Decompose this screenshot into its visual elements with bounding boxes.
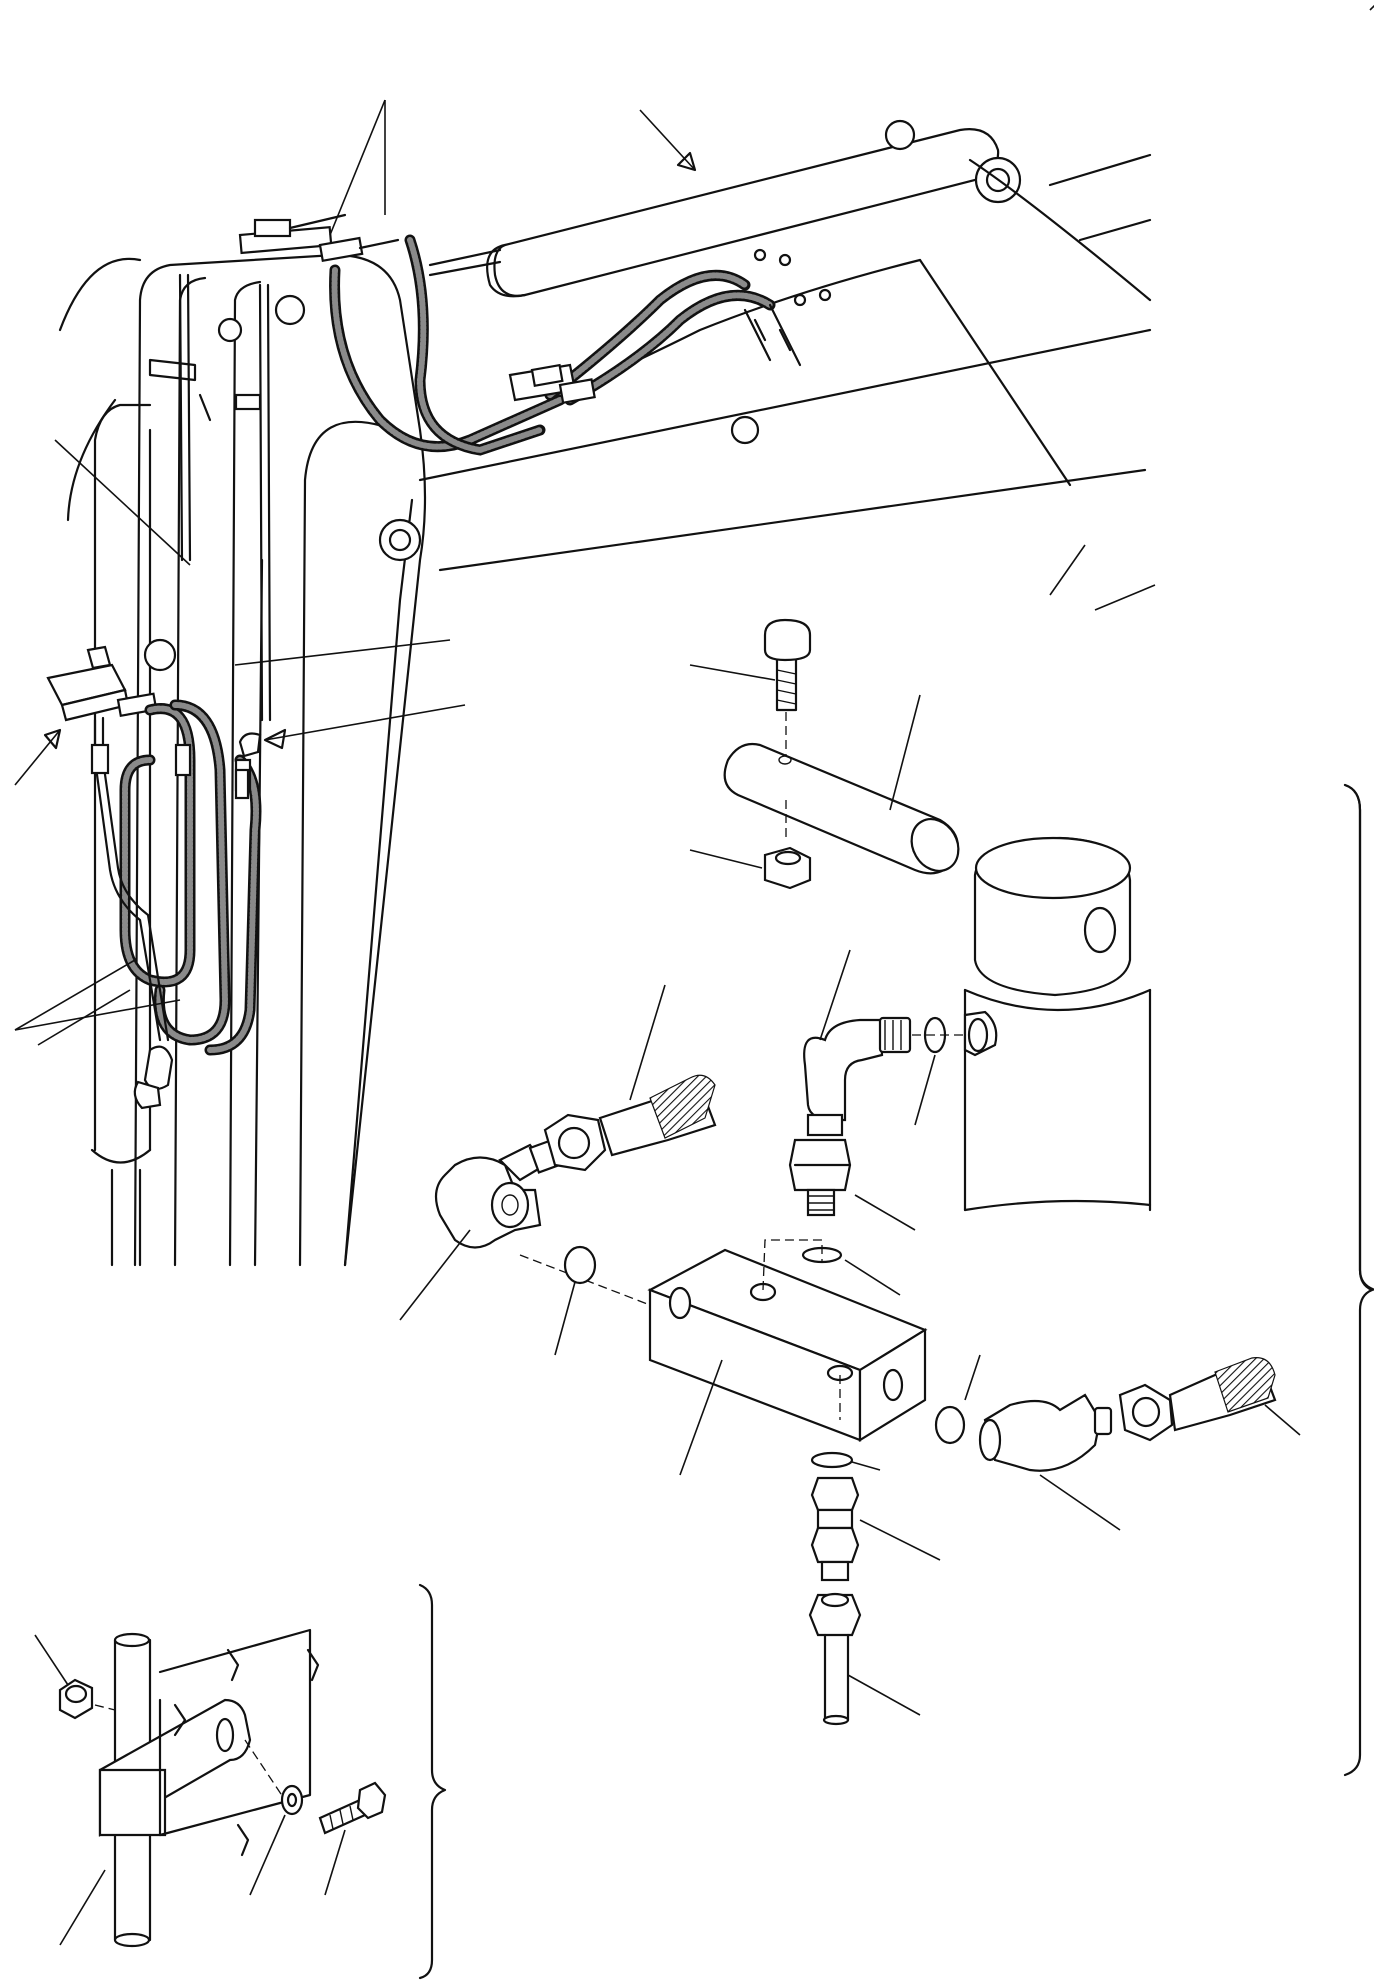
leader-24 [1039,1474,1121,1531]
pipe-clamp-inset [58,1628,387,1948]
leader-31 [324,1829,346,1896]
leader-13 [689,849,763,869]
vertical-adapter [788,1138,852,1217]
leader-21 [679,1359,723,1476]
top-hydraulic-cylinder [428,119,1022,298]
leader-4 [54,439,191,566]
leader-6 [264,704,466,741]
right-brackets [1343,783,1374,1777]
o-ring-d [934,1405,966,1445]
left-tee-manifold [46,645,158,762]
leader-30 [249,1814,286,1896]
hose-nut-left [543,1113,607,1172]
leader-1 [329,99,386,236]
inset-washer [280,1784,304,1816]
left-hose-loop [119,699,262,1056]
leader-33 [1049,544,1086,596]
o-ring-c [563,1245,597,1285]
leader-20 [554,1281,576,1356]
elbow-fitting-left [434,1139,561,1249]
leader-28 [34,1634,69,1686]
leader-10 [37,989,131,1046]
leader-14 [819,949,851,1041]
nut-top [763,846,812,890]
clamp-plate [98,1698,252,1837]
pipe-bottom [822,1633,850,1726]
inset-bolt [318,1781,387,1835]
leader-22 [964,1354,981,1401]
leader-19 [399,1229,471,1321]
bolt-top [763,618,812,712]
hose-end-left [598,1074,717,1157]
leader-17 [854,1194,916,1231]
leader-7 [14,729,61,786]
callout-leaders [14,4,1374,1946]
leader-5 [234,639,451,666]
pin-boss-upper [274,294,306,326]
inset-bracket [418,1583,447,1980]
arm-manifold-block [508,363,596,405]
o-ring-e [810,1451,854,1469]
elbow-fitting-top [803,1016,912,1137]
exploded-assembly [434,618,1277,1726]
left-lower-pipe [90,743,174,1110]
cylinder-barrel [963,836,1152,1212]
adapter-nut-right [963,1010,998,1057]
hose-nut-right [1118,1383,1174,1442]
right-bracket-lower [1343,1288,1374,1777]
right-bracket-upper [1343,783,1374,1292]
leader-18 [844,1259,901,1296]
top-fittings [238,213,400,263]
leader-9 [14,999,181,1031]
leader-26 [859,1519,941,1561]
elbow-fitting-right [978,1393,1113,1472]
leader-25 [1264,1404,1301,1436]
lower-adapter-stack [810,1476,860,1582]
leader-12 [889,694,921,811]
hose-end-right [1168,1357,1277,1432]
inset-nut [58,1678,94,1720]
leader-23 [851,1461,881,1471]
leader-32 [1094,584,1156,611]
leader-15 [629,984,666,1101]
pipe-nut-bottom [808,1592,862,1637]
leader-8 [14,959,136,1031]
leader-11 [689,664,776,681]
boom-arm [46,119,1152,1267]
pin-boss-left [217,317,243,343]
pipe-clamp-upper [234,393,262,411]
main-manifold-block [647,1248,928,1442]
leader-3 [639,109,696,171]
leader-16 [914,1054,936,1126]
leader-34 [1369,4,1374,11]
leader-29 [59,1869,106,1946]
leader-27 [847,1674,921,1716]
pin-shaft [723,742,960,875]
arm-hoses [329,234,802,456]
